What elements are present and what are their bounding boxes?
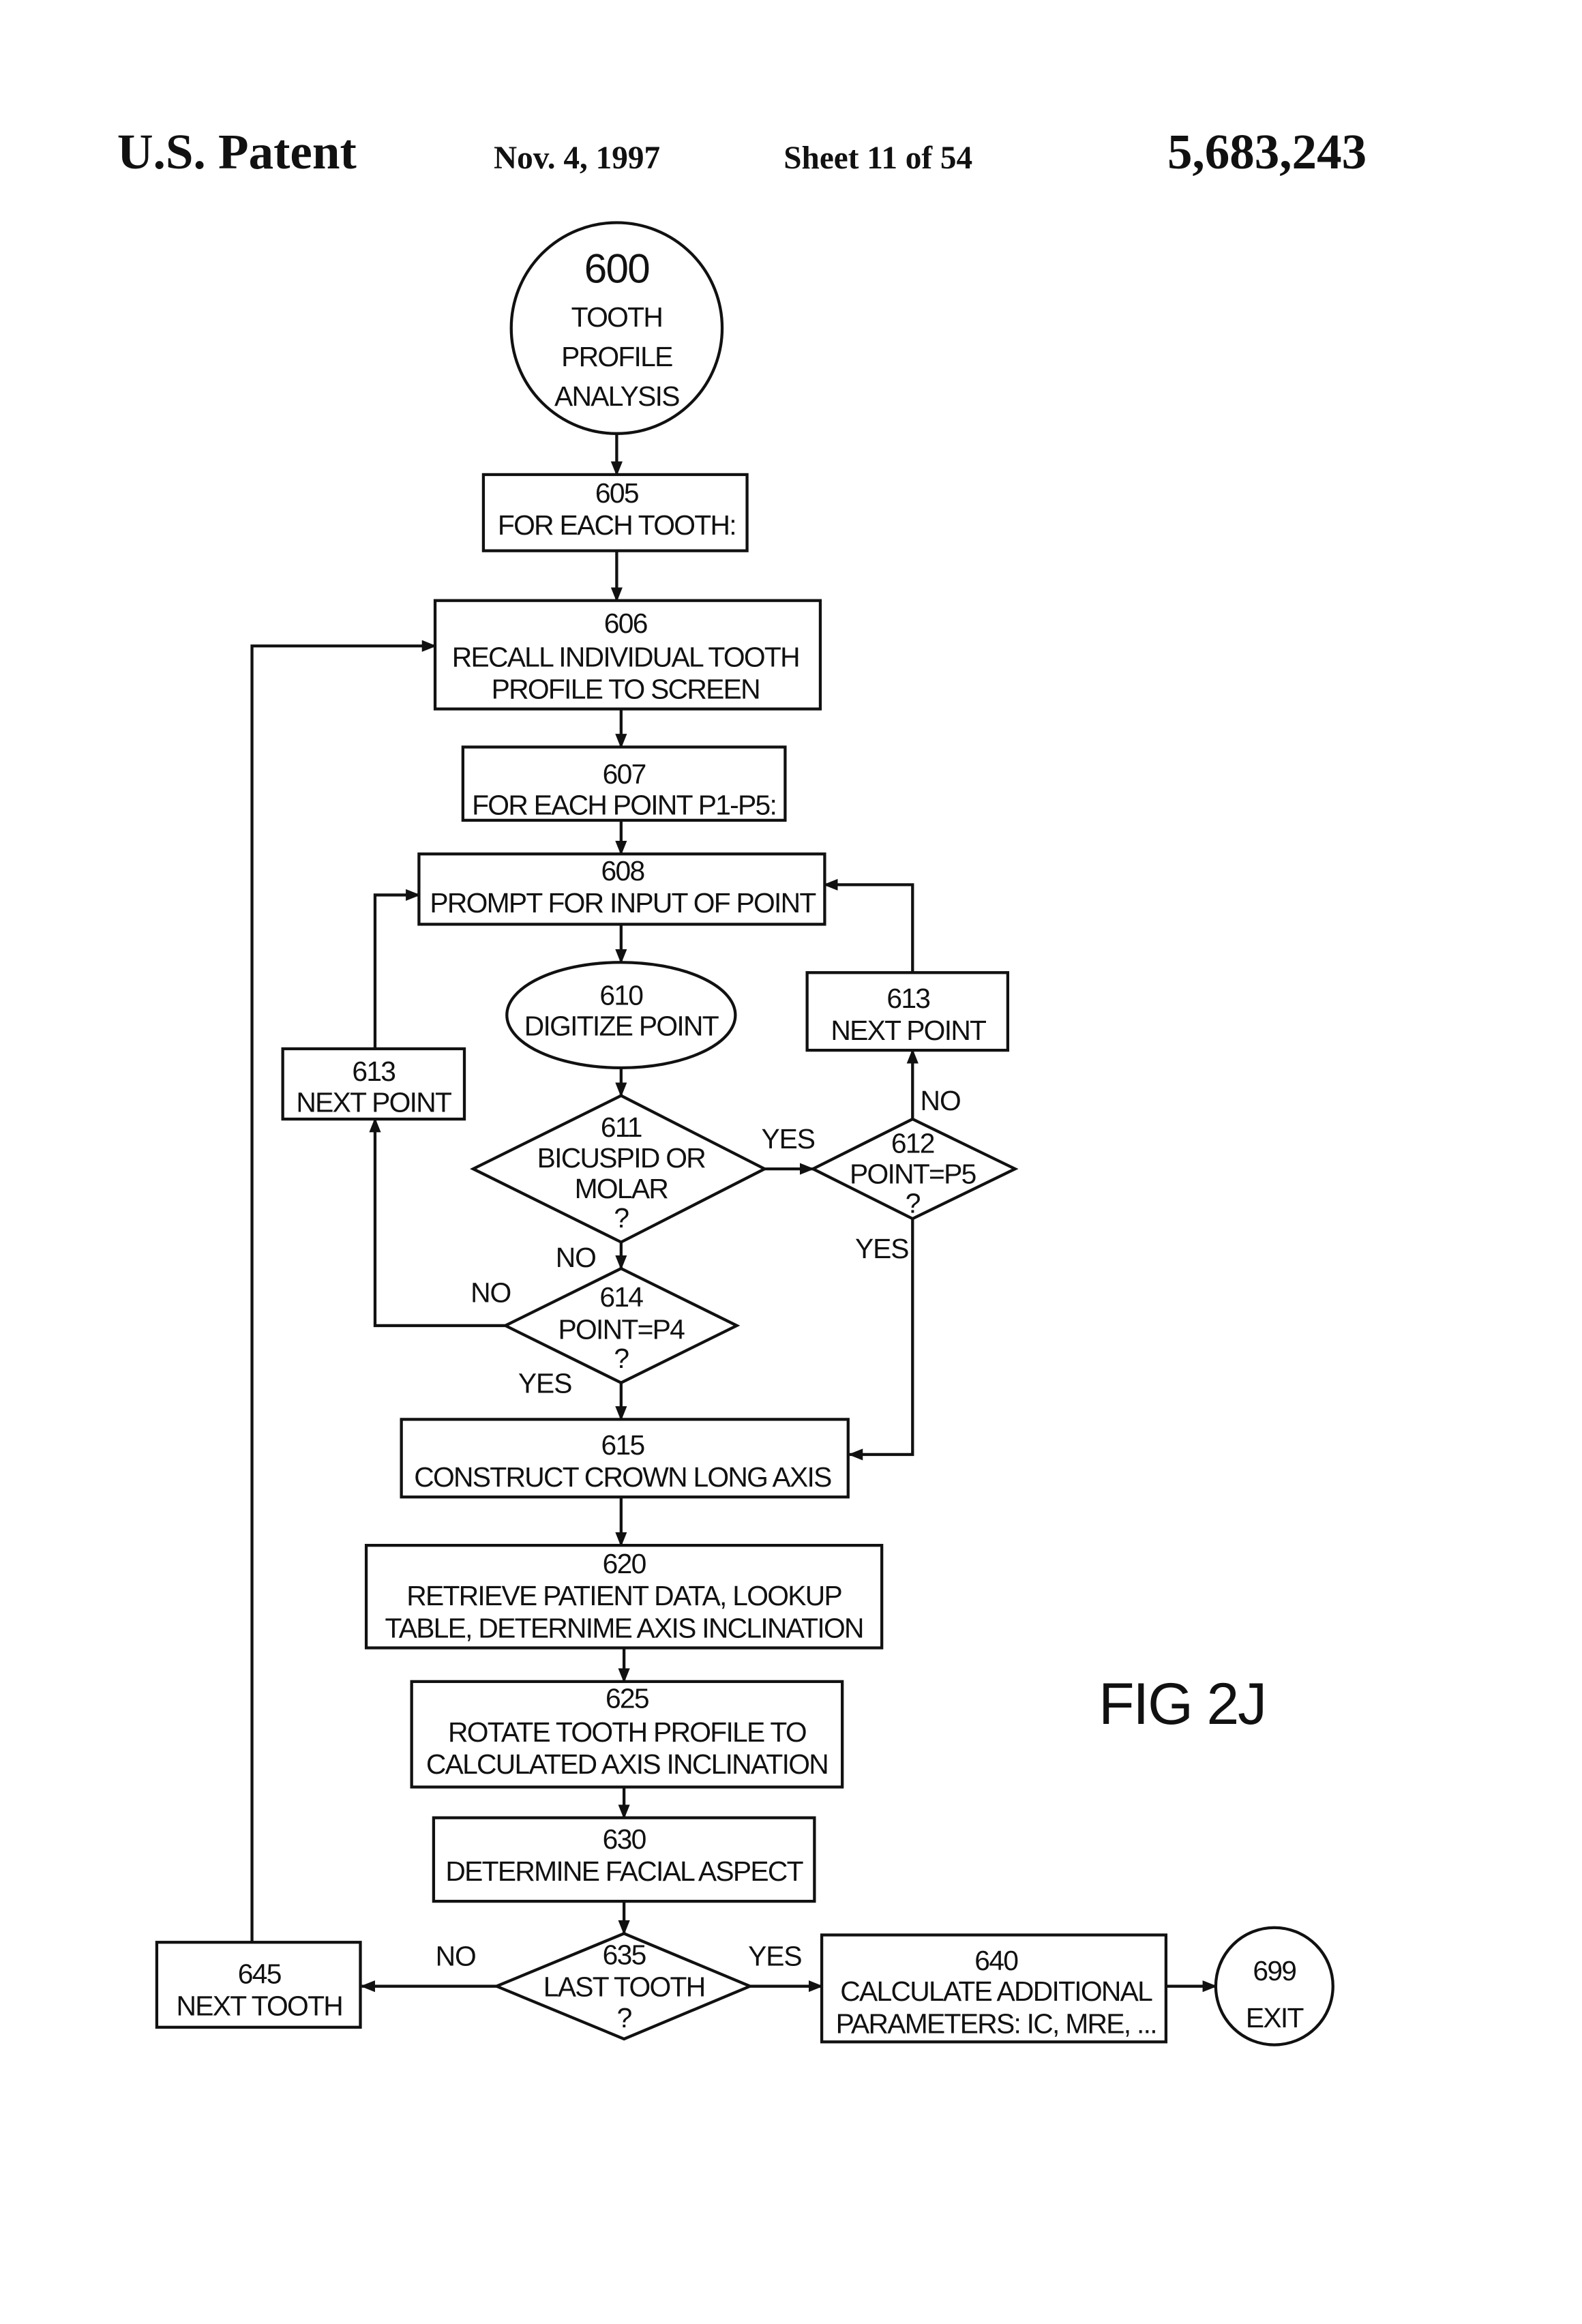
node-text: TABLE, DETERNIME AXIS INCLINATION — [385, 1612, 863, 1643]
node-id: 610 — [599, 980, 643, 1011]
edge-label-no-635: NO — [436, 1941, 476, 1972]
node-text: PROMPT FOR INPUT OF POINT — [430, 887, 816, 919]
node-605: 605 FOR EACH TOOTH: — [483, 475, 747, 551]
edge-label-yes-614: YES — [518, 1368, 571, 1399]
header-title: U.S. Patent — [117, 124, 357, 179]
node-625: 625 ROTATE TOOTH PROFILE TO CALCULATED A… — [412, 1682, 843, 1787]
node-id: 600 — [584, 246, 649, 292]
node-text: ANALYSIS — [554, 381, 679, 412]
edge-label-no-612: NO — [921, 1085, 961, 1116]
node-text: FOR EACH TOOTH: — [498, 509, 736, 541]
node-text: FOR EACH POINT P1-P5: — [472, 789, 776, 820]
arrow-645-606 — [252, 646, 435, 1942]
node-620: 620 RETRIEVE PATIENT DATA, LOOKUP TABLE,… — [366, 1545, 882, 1648]
node-id: 620 — [603, 1548, 646, 1579]
node-text: POINT=P4 — [558, 1313, 685, 1345]
node-615: 615 CONSTRUCT CROWN LONG AXIS — [402, 1419, 848, 1497]
node-id: 614 — [599, 1281, 643, 1313]
node-id: 613 — [886, 983, 929, 1014]
node-text: DETERMINE FACIAL ASPECT — [445, 1856, 803, 1887]
node-606: 606 RECALL INDIVIDUAL TOOTH PROFILE TO S… — [435, 601, 820, 709]
node-613-left: 613 NEXT POINT — [283, 1049, 464, 1119]
node-text: MOLAR — [575, 1173, 668, 1204]
node-text: LAST TOOTH — [543, 1971, 705, 2003]
node-id: 606 — [604, 608, 647, 639]
node-id: 635 — [603, 1939, 646, 1970]
node-610: 610 DIGITIZE POINT — [507, 962, 735, 1068]
node-id: 612 — [891, 1127, 934, 1159]
node-640: 640 CALCULATE ADDITIONAL PARAMETERS: IC,… — [822, 1935, 1166, 2042]
node-text: NEXT POINT — [831, 1015, 986, 1046]
arrow-613-608-right — [824, 884, 912, 972]
edge-label-yes-612: YES — [855, 1233, 908, 1264]
node-text: POINT=P5 — [850, 1159, 976, 1190]
node-645: 645 NEXT TOOTH — [157, 1942, 361, 2027]
node-text: PARAMETERS: IC, MRE, ... — [836, 2008, 1156, 2039]
header-patent-number: 5,683,243 — [1167, 124, 1367, 179]
node-id: 605 — [595, 477, 638, 509]
node-text: TOOTH — [571, 301, 662, 333]
node-id: 608 — [601, 855, 644, 887]
node-text: CALCULATE ADDITIONAL — [840, 1976, 1152, 2007]
edge-label-no-611: NO — [556, 1242, 596, 1273]
node-text: EXIT — [1246, 2002, 1304, 2034]
node-text: CALCULATED AXIS INCLINATION — [426, 1748, 828, 1780]
node-id: 645 — [238, 1958, 281, 1989]
node-text: DIGITIZE POINT — [524, 1011, 719, 1042]
node-id: 640 — [974, 1945, 1018, 1976]
node-630: 630 DETERMINE FACIAL ASPECT — [434, 1818, 814, 1901]
node-text: ? — [614, 1202, 629, 1234]
node-text: PROFILE TO SCREEN — [492, 674, 760, 705]
node-text: ? — [906, 1188, 921, 1219]
node-608: 608 PROMPT FOR INPUT OF POINT — [419, 854, 824, 924]
node-text: ? — [614, 1343, 629, 1374]
node-text: NEXT TOOTH — [177, 1991, 343, 2022]
arrow-613-608-left — [375, 895, 419, 1049]
node-id: 611 — [601, 1112, 642, 1143]
node-id: 699 — [1253, 1955, 1296, 1986]
node-text: PROFILE — [561, 341, 672, 372]
decision-635: 635 LAST TOOTH ? — [496, 1933, 750, 2039]
node-600-start: 600 TOOTH PROFILE ANALYSIS — [511, 222, 722, 433]
decision-614: 614 POINT=P4 ? — [505, 1268, 736, 1383]
node-text: BICUSPID OR — [537, 1142, 706, 1174]
node-text: ? — [617, 2002, 632, 2034]
node-text: NEXT POINT — [296, 1086, 451, 1118]
node-text: CONSTRUCT CROWN LONG AXIS — [414, 1461, 831, 1493]
node-id: 607 — [603, 758, 646, 790]
decision-611: 611 BICUSPID OR MOLAR ? — [473, 1096, 764, 1242]
node-id: 630 — [603, 1823, 646, 1855]
figure-label: FIG 2J — [1099, 1671, 1266, 1737]
edge-label-yes-611: YES — [761, 1123, 814, 1154]
decision-612: 612 POINT=P5 ? — [813, 1119, 1015, 1219]
node-text: RETRIEVE PATIENT DATA, LOOKUP — [406, 1580, 841, 1611]
node-id: 615 — [601, 1429, 644, 1461]
node-text: ROTATE TOOTH PROFILE TO — [448, 1716, 806, 1748]
header-sheet: Sheet 11 of 54 — [783, 140, 972, 176]
node-613-right: 613 NEXT POINT — [807, 972, 1008, 1050]
node-699-exit: 699 EXIT — [1216, 1928, 1333, 2045]
node-607: 607 FOR EACH POINT P1-P5: — [463, 747, 786, 820]
edge-label-yes-635: YES — [748, 1941, 801, 1972]
edge-label-no-614: NO — [471, 1277, 511, 1309]
header-date: Nov. 4, 1997 — [494, 140, 660, 176]
node-id: 625 — [606, 1683, 648, 1714]
node-id: 613 — [352, 1056, 395, 1087]
node-text: RECALL INDIVIDUAL TOOTH — [452, 641, 799, 672]
